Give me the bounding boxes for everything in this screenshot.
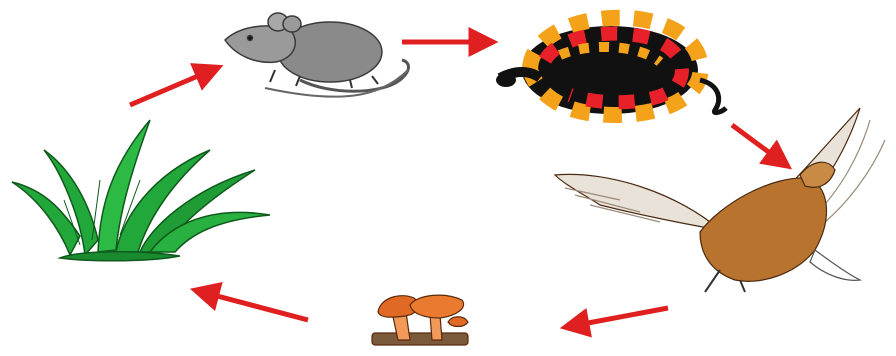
- mouse-icon: [225, 13, 409, 97]
- arrow-grass-to-mouse: [130, 70, 212, 105]
- coral-snake-icon: [496, 18, 726, 115]
- arrow-snake-to-hawk: [732, 125, 782, 162]
- arrow-hawk-to-mushroom: [572, 308, 668, 326]
- mushroom-icon: [372, 295, 468, 345]
- arrow-mushroom-to-grass: [202, 292, 308, 320]
- hawk-icon: [555, 108, 885, 292]
- grass-icon: [12, 120, 270, 261]
